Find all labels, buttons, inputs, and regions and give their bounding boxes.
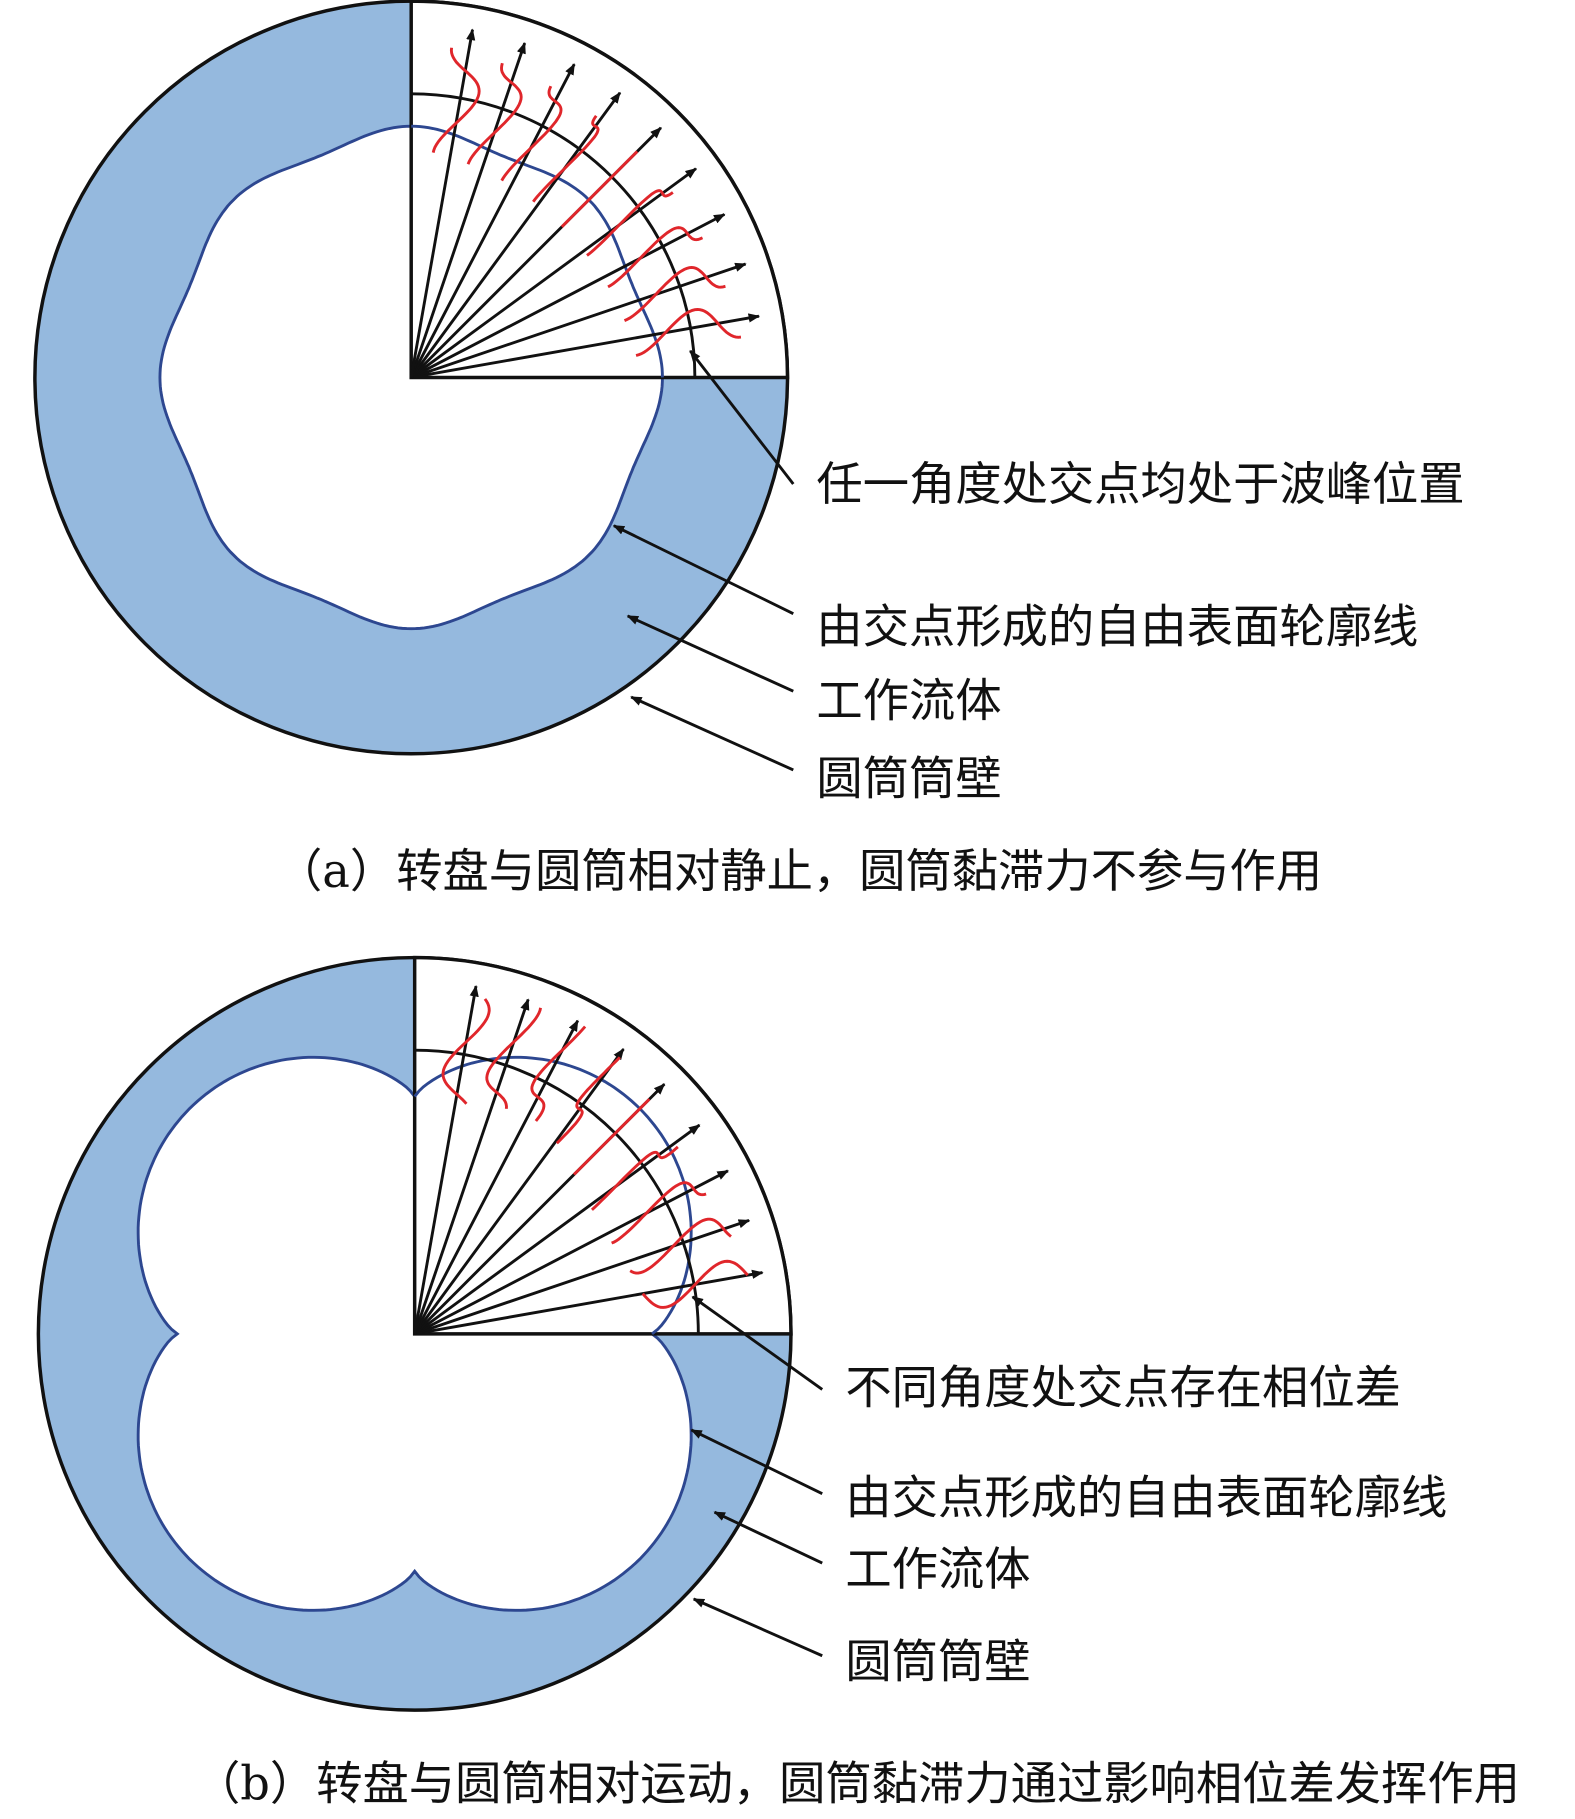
radial-arrow — [409, 63, 576, 379]
surface-wave — [611, 1181, 707, 1245]
label-free-surface-a: 由交点形成的自由表面轮廓线 — [816, 600, 1418, 654]
radial-arrow — [413, 1048, 625, 1335]
surface-wave — [431, 47, 481, 153]
panel-b-figure — [36, 955, 793, 1712]
radial-arrow — [414, 1218, 751, 1336]
surface-wave — [466, 62, 523, 165]
radial-arrow — [413, 998, 530, 1335]
surface-wave — [607, 226, 704, 289]
radial-arrow — [414, 1169, 729, 1336]
surface-wave — [560, 150, 639, 228]
surface-wave — [441, 998, 491, 1105]
label-free-surface-b: 由交点形成的自由表面轮廓线 — [845, 1470, 1447, 1524]
radial-arrow — [409, 41, 527, 378]
surface-wave — [572, 1098, 651, 1176]
label-peak-intersections: 任一角度处交点均处于波峰位置 — [816, 457, 1464, 511]
surface-wave — [485, 1007, 542, 1109]
surface-wave — [500, 85, 563, 182]
surface-wave — [555, 1056, 621, 1145]
radial-arrow — [413, 1123, 701, 1336]
radial-arrow — [410, 313, 761, 379]
radial-arrow — [410, 167, 697, 379]
surface-wave — [623, 266, 726, 322]
surface-wave — [586, 189, 674, 257]
surface-wave — [635, 308, 742, 357]
radial-arrow — [414, 1269, 764, 1336]
label-fluid-b: 工作流体 — [845, 1542, 1030, 1596]
panel-a-figure — [33, 0, 790, 756]
radial-arrow — [410, 262, 747, 379]
caption-a: （a）转盘与圆筒相对静止，圆筒黏滞力不参与作用 — [276, 844, 1322, 898]
label-fluid-a: 工作流体 — [816, 674, 1001, 728]
caption-b: （b）转盘与圆筒相对运动，圆筒黏滞力通过影响相位差发挥作用 — [194, 1756, 1520, 1810]
label-wall-b: 圆筒筒壁 — [845, 1635, 1030, 1689]
label-wall-a: 圆筒筒壁 — [816, 751, 1001, 805]
panel-a-leaders — [612, 349, 795, 772]
radial-arrow — [410, 213, 726, 379]
surface-wave — [590, 1145, 679, 1211]
radial-arrow — [410, 91, 622, 379]
panel-b-leaders — [690, 1295, 824, 1658]
surface-wave — [532, 114, 600, 203]
surface-wave — [641, 1259, 749, 1309]
surface-wave — [629, 1217, 732, 1275]
label-phase-difference: 不同角度处交点存在相位差 — [845, 1360, 1401, 1414]
surface-wave — [530, 1025, 587, 1122]
radial-arrow — [413, 1019, 580, 1335]
radial-arrow — [409, 28, 476, 378]
